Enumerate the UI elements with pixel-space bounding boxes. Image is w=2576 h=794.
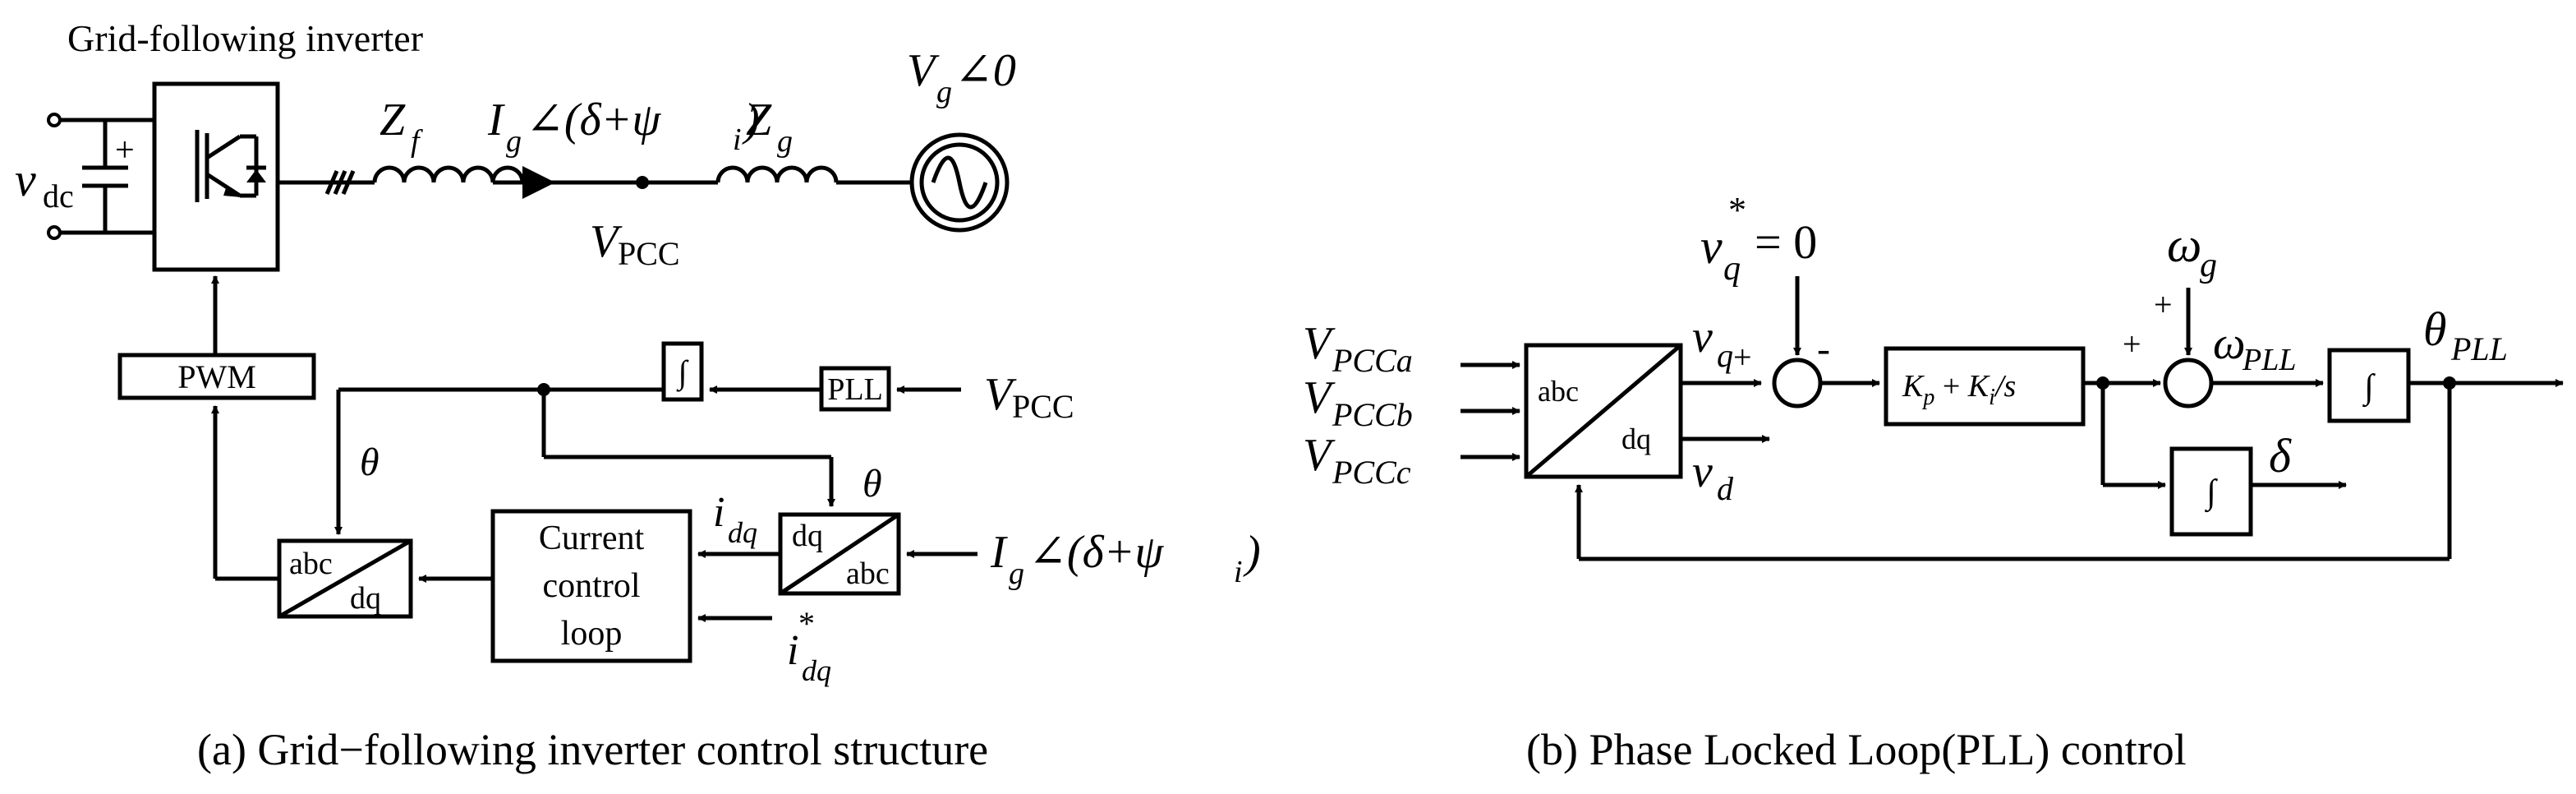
theta-pll-label: θ [2423, 302, 2447, 356]
input-vpccb-label: V [1303, 372, 1336, 423]
vq-ref-eq: = 0 [1755, 215, 1817, 269]
integrator-symbol-b2: ∫ [2204, 473, 2218, 513]
vg-angle: ∠0 [954, 45, 1016, 96]
ig-angle-subscript: i [733, 122, 742, 157]
integrator-symbol-b1: ∫ [2362, 368, 2376, 408]
input-vpccc-subscript: PCCc [1332, 454, 1411, 491]
input-vpcca-subscript: PCCa [1332, 342, 1413, 379]
ig-close-paren: ) [742, 95, 760, 145]
pi-ki: K [1967, 369, 1990, 404]
input-vpccb-subscript: PCCb [1332, 396, 1413, 433]
pll-label: PLL [827, 372, 883, 407]
current-control-line-3: loop [561, 615, 623, 653]
ig-label: I [487, 95, 505, 145]
vpcc-label: V [590, 216, 623, 267]
integrator-block-a [661, 341, 704, 402]
current-control-line-1: Current [539, 519, 645, 557]
vq-subscript: q [1717, 337, 1733, 374]
ig-input-angle: ∠(δ+ψ [1028, 527, 1164, 578]
pi-div: /s [1994, 369, 2016, 404]
abc-dq-a-bottom: dq [350, 581, 381, 616]
zf-label: Z [380, 95, 406, 145]
input-vpccc-label: V [1303, 430, 1336, 481]
omega-g-subscript: g [2200, 247, 2217, 284]
ig-angle: ∠(δ+ψ [526, 95, 661, 145]
integrator-block-b1 [2327, 348, 2411, 423]
sum2-plus-top: + [2154, 286, 2173, 323]
current-control-line-2: control [543, 567, 641, 605]
igbt-icon [195, 130, 266, 202]
integrator-block-b2 [2169, 446, 2253, 537]
sum1-minus: - [1817, 327, 1830, 371]
idq-ref-sup: * [798, 605, 815, 642]
filter-inductor-zf [372, 165, 525, 183]
three-phase-marker [324, 170, 356, 195]
vq-ref-label: v [1700, 219, 1723, 274]
vdc-subscript: dc [43, 178, 74, 215]
theta-label-left: θ [360, 441, 380, 484]
ig-input-subscript: g [1009, 556, 1024, 591]
vq-label: v [1692, 312, 1713, 362]
vg-label: V [907, 45, 940, 96]
vd-subscript: d [1717, 470, 1734, 507]
pwm-label: PWM [177, 358, 256, 395]
inverter-title: Grid-following inverter [67, 17, 423, 59]
vg-subscript: g [936, 75, 952, 109]
summing-junction-2 [2163, 358, 2214, 409]
vd-label: v [1692, 446, 1713, 497]
dq-abc-top: dq [792, 519, 823, 553]
pi-kp-sub: p [1921, 385, 1934, 410]
abc-dq-b-bottom: dq [1622, 422, 1651, 455]
abc-dq-b-top: abc [1538, 375, 1579, 408]
panel-b: V PCCa V PCCb V PCCc abc dq v q + v d v … [1303, 190, 2564, 774]
input-vpcca-label: V [1303, 318, 1336, 369]
pi-plus: + [1934, 369, 1967, 404]
sum2-plus-left: + [2123, 325, 2141, 362]
dq-abc-bottom: abc [846, 556, 890, 591]
delta-label: δ [2269, 429, 2292, 482]
vpcc-subscript: PCC [618, 235, 680, 272]
pi-kp: K [1902, 369, 1925, 404]
theta-pll-subscript: PLL [2450, 330, 2508, 367]
zg-label: Z [746, 95, 772, 145]
zg-subscript: g [777, 124, 793, 159]
vpcc-input-subscript: PCC [1012, 388, 1074, 425]
vq-ref-sup: * [1728, 190, 1746, 230]
caption-a: (a) Grid−following inverter control stru… [197, 725, 988, 774]
omega-pll-subscript: PLL [2242, 343, 2296, 377]
grid-inductor-zg [715, 165, 839, 183]
current-direction-arrow [522, 166, 555, 199]
idq-ref-subscript: dq [802, 654, 831, 687]
omega-pll-label: ω [2213, 318, 2246, 369]
idq-label: i [713, 489, 724, 536]
theta-label-right: θ [862, 462, 882, 505]
abc-dq-a-top: abc [289, 547, 333, 581]
dc-plus-sign: + [115, 132, 135, 169]
idq-ref-label: i [787, 627, 798, 674]
sum1-plus: + [1733, 339, 1752, 376]
integrator-symbol-a: ∫ [676, 353, 690, 392]
idq-subscript: dq [728, 516, 757, 549]
ig-input-label: I [990, 527, 1008, 578]
vpcc-input-label: V [984, 369, 1017, 420]
vq-ref-subscript: q [1723, 250, 1741, 288]
current-control-block [490, 509, 692, 663]
ig-subscript: g [506, 124, 522, 159]
ig-input-angle-subscript: i [1234, 555, 1243, 589]
vdc-label: v [15, 153, 36, 206]
pi-controller-block [1884, 346, 2086, 427]
svg-text:Kp + Ki/s: Kp + Ki/s [1902, 369, 2016, 410]
ig-input-close-paren: ) [1243, 527, 1261, 578]
summing-junction-1 [1772, 358, 1823, 409]
dc-terminals [47, 113, 154, 240]
panel-a: Grid-following inverter + v dc [15, 17, 1261, 774]
caption-b: (b) Phase Locked Loop(PLL) control [1526, 725, 2187, 774]
sine-wave-icon [931, 155, 988, 210]
pi-ki-sub: i [1989, 385, 1995, 410]
zf-subscript: f [411, 124, 423, 159]
omega-g-label: ω [2167, 218, 2201, 272]
